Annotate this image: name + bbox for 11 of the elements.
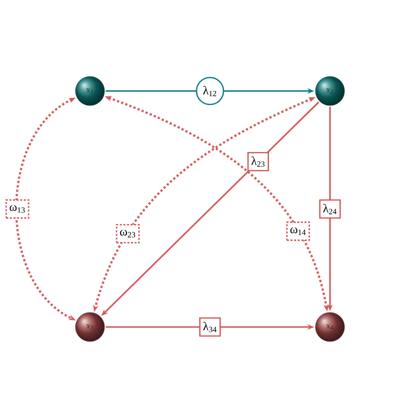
edge-label: λ$_{34}$	[199, 317, 221, 337]
edge-label: λ$_{24}$	[319, 199, 341, 219]
sphere: x$_{4}$	[315, 312, 345, 342]
sphere: x$_{2}$	[315, 76, 345, 106]
edge-label: ω$_{14}$	[286, 222, 310, 241]
edge-label: ω$_{13}$	[6, 199, 30, 219]
edge-label: λ$_{12}$	[196, 76, 224, 106]
sphere: x$_{1}$	[75, 76, 105, 106]
sphere: x$_{3}$	[75, 312, 105, 342]
edge-label: ω$_{23}$	[116, 224, 140, 244]
edge-label: λ$_{23}$	[247, 152, 269, 172]
